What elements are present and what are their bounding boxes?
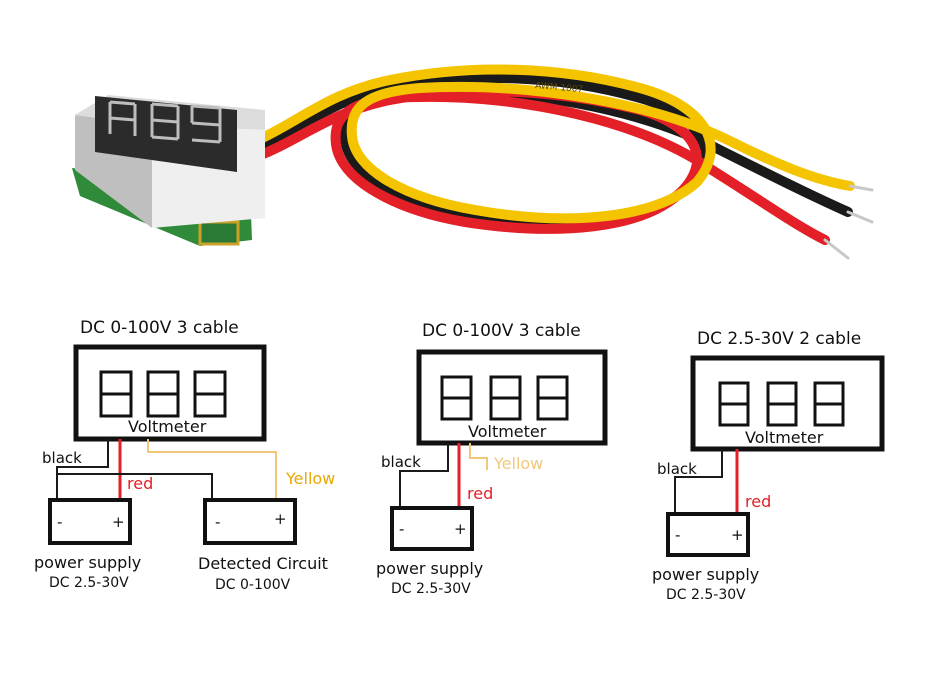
supply-minus: -	[57, 513, 62, 531]
circuit-minus: -	[215, 513, 220, 531]
digit-outlines	[718, 381, 845, 427]
detected-circuit-box	[203, 498, 297, 545]
supply-plus: +	[454, 520, 467, 538]
red-wire-label: red	[745, 492, 771, 511]
black-wire	[399, 443, 449, 508]
voltmeter-label: Voltmeter	[745, 428, 824, 447]
cable-print: AWM 1007	[535, 81, 584, 95]
led-display-window	[95, 96, 237, 172]
power-supply-range: DC 2.5-30V	[666, 587, 746, 603]
black-wire	[56, 439, 109, 500]
power-supply-box	[48, 498, 132, 545]
product-photo: AWM 1007	[72, 64, 874, 260]
power-supply-name: power supply	[376, 559, 483, 578]
detected-circuit-name: Detected Circuit	[198, 554, 328, 573]
yellow-wire-label: Yellow	[285, 469, 335, 488]
ground-link-wire	[56, 467, 213, 500]
power-supply-range: DC 2.5-30V	[49, 575, 129, 591]
power-supply-name: power supply	[34, 553, 141, 572]
supply-minus: -	[399, 520, 404, 538]
power-supply-name: power supply	[652, 565, 759, 584]
circuit-plus: +	[274, 510, 287, 528]
voltmeter-label: Voltmeter	[468, 422, 547, 441]
wire-bundle: AWM 1007	[253, 64, 874, 260]
black-wire	[674, 449, 723, 514]
supply-plus: +	[112, 513, 125, 531]
yellow-wire-label: Yellow	[493, 454, 543, 473]
yellow-wire	[147, 439, 277, 500]
led-digit	[190, 104, 222, 144]
diagram-title: DC 2.5-30V 2 cable	[697, 329, 861, 349]
detected-circuit-range: DC 0-100V	[215, 577, 291, 593]
supply-minus: -	[675, 526, 680, 544]
yellow-wire	[469, 443, 488, 470]
diagram-title: DC 0-100V 3 cable	[422, 321, 581, 341]
digit-outlines	[440, 375, 569, 421]
black-wire-label: black	[657, 460, 697, 478]
diagram-1: DC 0-100V 3 cable Voltmeter black red Ye…	[34, 318, 335, 593]
led-digit	[108, 100, 137, 136]
power-supply-range: DC 2.5-30V	[391, 581, 471, 597]
diagram-title: DC 0-100V 3 cable	[80, 318, 239, 338]
voltmeter-label: Voltmeter	[128, 417, 207, 436]
power-supply-box	[390, 506, 474, 551]
power-supply-box	[666, 512, 750, 557]
diagram-3: DC 2.5-30V 2 cable Voltmeter black red -…	[652, 329, 885, 603]
diagram-2: DC 0-100V 3 cable Voltmeter black Yellow…	[376, 321, 608, 597]
led-digit	[150, 102, 180, 141]
pcb-connector	[198, 220, 240, 246]
black-wire-label: black	[42, 449, 82, 467]
red-wire-label: red	[467, 484, 493, 503]
supply-plus: +	[731, 526, 744, 544]
digit-outlines	[99, 370, 227, 418]
black-wire-label: black	[381, 453, 421, 471]
red-wire-label: red	[127, 474, 153, 493]
